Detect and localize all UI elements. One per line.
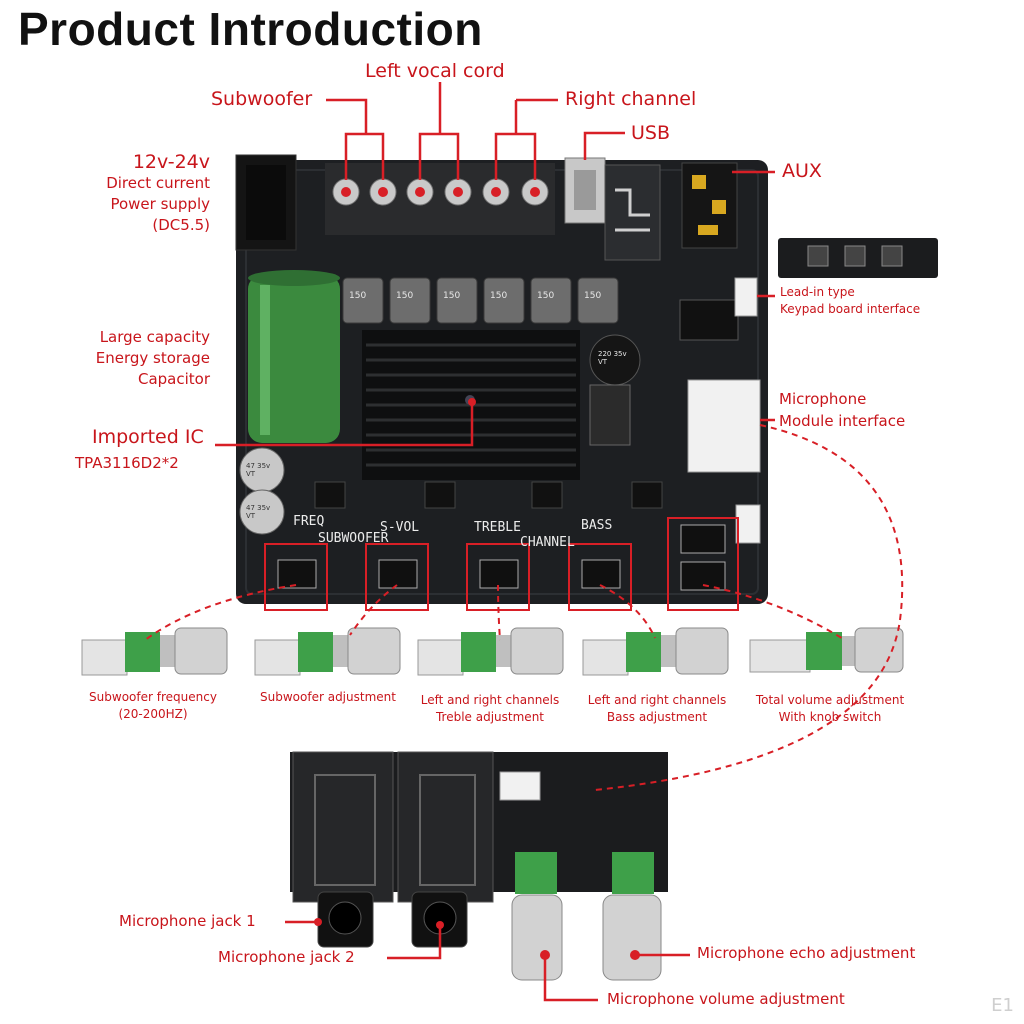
keypad-connector xyxy=(734,277,758,317)
label-mic-module: Microphone Module interface xyxy=(779,390,906,430)
silk-subwoofer: SUBWOOFER xyxy=(318,531,389,546)
label-mic-jack-1: Microphone jack 1 xyxy=(119,912,256,930)
silk-svol: S-VOL xyxy=(380,520,420,535)
silk-treble: TREBLE xyxy=(474,520,521,535)
potentiometer-1 xyxy=(81,627,228,676)
label-mic-jack-2: Microphone jack 2 xyxy=(218,948,355,966)
mic-volume-knob xyxy=(511,894,563,981)
regulator xyxy=(589,384,631,446)
inductors xyxy=(342,277,619,324)
small-connector xyxy=(735,504,761,544)
large-capacitor xyxy=(248,275,340,443)
silk-channel: CHANNEL xyxy=(520,535,575,550)
label-usb: USB xyxy=(631,122,671,144)
chip-ic xyxy=(679,299,739,341)
label-ic-2: TPA3116D2*2 xyxy=(75,454,179,472)
mic-jack-housing-2 xyxy=(397,751,494,903)
label-keypad: Lead-in type Keypad board interface xyxy=(780,285,921,316)
label-left-vocal-cord: Left vocal cord xyxy=(365,60,505,82)
dashed-lines xyxy=(144,424,904,791)
mic-board-connector xyxy=(499,771,541,801)
inductor-mark-3: 150 xyxy=(443,291,461,301)
cap-220-mark: 220 35v VT xyxy=(598,350,627,366)
leader-lines xyxy=(215,82,775,447)
inductor-mark-2: 150 xyxy=(396,291,414,301)
small-cap-mark-1: 47 35v VT xyxy=(246,462,271,478)
silk-freq: FREQ xyxy=(293,514,325,529)
bluetooth-module xyxy=(604,164,661,261)
label-mic-echo: Microphone echo adjustment xyxy=(697,944,916,962)
pot-caption-4: Left and right channels Bass adjustment xyxy=(587,693,727,724)
label-capacitor: Large capacity Energy storage Capacitor xyxy=(95,328,210,388)
mic-echo-knob xyxy=(602,894,662,981)
silk-bass: BASS xyxy=(581,518,613,533)
mic-module-connector xyxy=(687,379,761,473)
inductor-mark-6: 150 xyxy=(584,291,602,301)
aux-jack xyxy=(681,162,738,249)
potentiometer-5 xyxy=(749,627,904,673)
pot-caption-1: Subwoofer frequency (20-200HZ) xyxy=(89,690,217,721)
page-title: Product Introduction xyxy=(18,3,483,55)
potentiometer-4 xyxy=(582,627,729,676)
mic-leader-lines xyxy=(285,920,690,1002)
label-right-channel: Right channel xyxy=(565,88,697,110)
inductor-mark-4: 150 xyxy=(490,291,508,301)
small-cap-mark-2: 47 35v VT xyxy=(246,504,271,520)
pot-caption-3: Left and right channels Treble adjustmen… xyxy=(420,693,560,724)
inductor-mark-5: 150 xyxy=(537,291,555,301)
small-capacitor-2 xyxy=(239,489,285,535)
mic-jack-housing-1 xyxy=(292,751,394,903)
pot-caption-2: Subwoofer adjustment xyxy=(260,690,396,704)
label-aux: AUX xyxy=(782,160,822,182)
potentiometer-3 xyxy=(417,627,564,676)
label-ic-1: Imported IC xyxy=(92,426,204,448)
potentiometer-2 xyxy=(254,627,401,676)
pot-caption-5: Total volume adjustment With knob switch xyxy=(755,693,905,724)
inductor-mark-1: 150 xyxy=(349,291,367,301)
label-power: 12v-24v Direct current Power supply (DC5… xyxy=(106,151,210,235)
label-mic-volume: Microphone volume adjustment xyxy=(607,990,845,1008)
watermark: E1 xyxy=(991,995,1014,1016)
header-boxes xyxy=(264,517,739,611)
terminal-block xyxy=(325,163,555,235)
label-subwoofer: Subwoofer xyxy=(211,88,313,110)
